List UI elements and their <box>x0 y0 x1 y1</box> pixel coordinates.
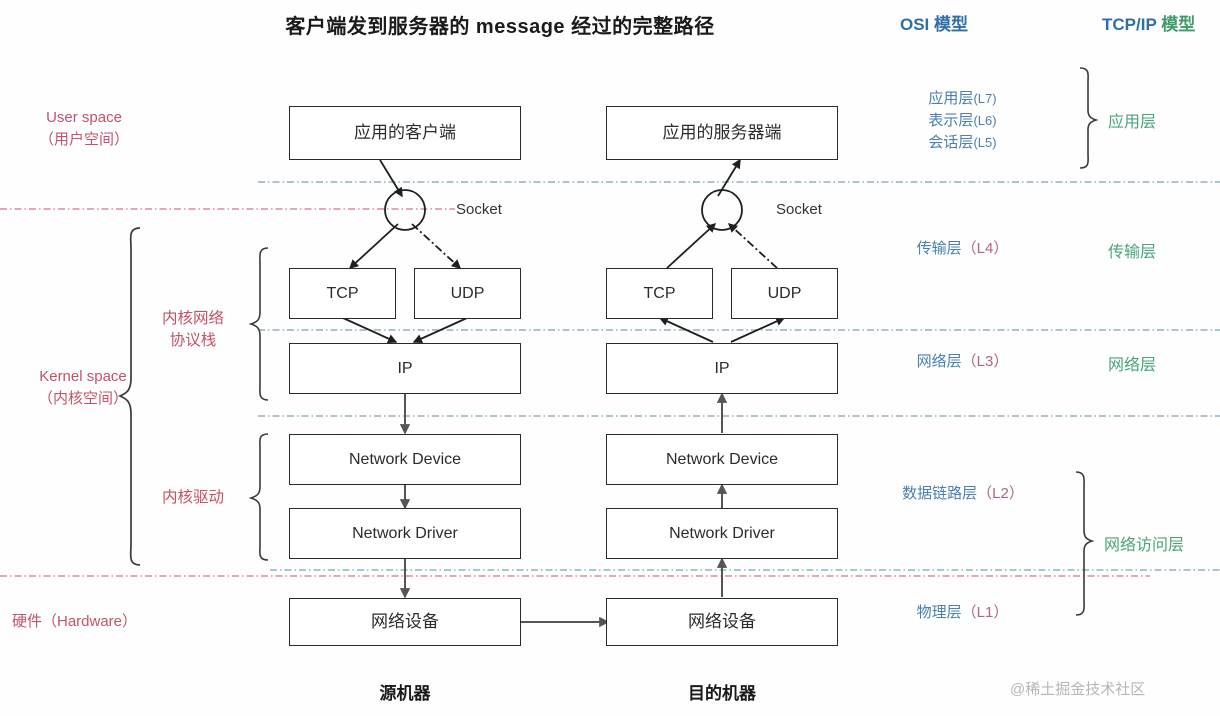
dst-hardware-device-box[interactable]: 网络设备 <box>606 598 838 646</box>
src-hardware-device-box[interactable]: 网络设备 <box>289 598 521 646</box>
src-network-driver-box[interactable]: Network Driver <box>289 508 521 559</box>
dst-network-device-box[interactable]: Network Device <box>606 434 838 485</box>
osi-l5-num: (L5) <box>973 134 997 150</box>
osi-l1-name: 物理层 <box>916 604 962 621</box>
arrow-src-socket-to-tcp <box>348 223 399 269</box>
tcpip-transport-layer: 传输层 <box>1108 238 1208 262</box>
dst-machine-label: 目的机器 <box>606 679 838 704</box>
osi-l4-name: 传输层 <box>916 240 962 257</box>
src-network-device-box[interactable]: Network Device <box>289 434 521 485</box>
osi-l5-name: 会话层 <box>928 133 974 151</box>
src-ip-box[interactable]: IP <box>289 343 521 394</box>
src-tcp-label: TCP <box>326 284 359 302</box>
tcpip-internet-layer: 网络层 <box>1108 351 1208 375</box>
arrow-src-tcp-to-ip <box>342 317 398 343</box>
osi-l7-name: 应用层 <box>928 90 974 107</box>
osi-datalink-layer: 数据链路层（L2） <box>868 483 1058 505</box>
tcpip-transport-text: 传输层 <box>1108 244 1157 261</box>
brace-tcpip-network-access <box>1075 471 1095 616</box>
src-hardware-device-label: 网络设备 <box>371 611 439 631</box>
arrow-dst-socket-to-app <box>717 158 741 197</box>
osi-l1-num: （L1） <box>961 604 1009 621</box>
arrow-dst-udp-to-socket <box>727 223 778 269</box>
kernel-space-en: Kernel space <box>39 368 127 385</box>
label-kernel-network-stack: 内核网络 协议栈 <box>128 308 258 353</box>
dst-hardware-device-label: 网络设备 <box>688 611 756 631</box>
osi-l3-num: （L3） <box>961 353 1009 370</box>
osi-transport-layer: 传输层（L4） <box>875 238 1050 260</box>
label-hardware: 硬件（Hardware） <box>12 611 192 633</box>
tcpip-application-text: 应用层 <box>1108 114 1157 131</box>
dst-machine-text: 目的机器 <box>688 684 756 703</box>
src-machine-label: 源机器 <box>289 679 521 704</box>
dst-socket-text: Socket <box>776 201 822 218</box>
osi-l4-num: （L4） <box>961 240 1009 257</box>
tcpip-internet-text: 网络层 <box>1108 357 1157 374</box>
dst-udp-box[interactable]: UDP <box>731 268 838 319</box>
dst-socket-label: Socket <box>776 201 822 218</box>
src-app-label: 应用的客户端 <box>354 122 456 142</box>
src-udp-label: UDP <box>450 284 485 302</box>
osi-physical-layer: 物理层（L1） <box>875 602 1050 624</box>
kernel-space-cn: （内核空间） <box>37 389 128 407</box>
dst-network-driver-label: Network Driver <box>669 524 775 542</box>
tcpip-network-access-layer: 网络访问层 <box>1104 531 1220 555</box>
dst-network-device-label: Network Device <box>665 450 779 468</box>
brace-tcpip-application <box>1079 67 1099 169</box>
arrow-src-app-to-socket <box>379 159 403 198</box>
dst-app-label: 应用的服务器端 <box>662 122 782 142</box>
dst-ip-label: IP <box>714 359 730 377</box>
hardware-text: 硬件（Hardware） <box>12 613 138 630</box>
src-ip-label: IP <box>397 359 413 377</box>
osi-network-layer: 网络层（L3） <box>875 351 1050 373</box>
src-socket-circle <box>384 189 426 231</box>
kernel-net-stack-line2: 协议栈 <box>169 332 217 350</box>
arrow-dst-ip-to-udp <box>730 317 786 343</box>
osi-application-layers: 应用层(L7) 表示层(L6) 会话层(L5) <box>875 88 1050 153</box>
tcpip-application-layer: 应用层 <box>1108 108 1208 132</box>
label-kernel-space: Kernel space （内核空间） <box>8 366 158 410</box>
osi-l6-num: (L6) <box>973 112 997 128</box>
dst-udp-label: UDP <box>767 284 802 302</box>
arrow-src-udp-to-ip <box>412 317 468 343</box>
src-socket-label: Socket <box>456 201 502 218</box>
src-app-box[interactable]: 应用的客户端 <box>289 106 521 160</box>
arrow-src-socket-to-udp <box>411 223 462 269</box>
dst-tcp-box[interactable]: TCP <box>606 268 713 319</box>
osi-l2-num: （L2） <box>977 485 1024 502</box>
dst-network-driver-box[interactable]: Network Driver <box>606 508 838 559</box>
page-title: 客户端发到服务器的 message 经过的完整路径 <box>285 16 715 38</box>
osi-l6-row: 表示层(L6) <box>875 110 1050 132</box>
label-kernel-driver: 内核驱动 <box>128 487 258 509</box>
arrow-dst-tcp-to-socket <box>666 223 717 269</box>
osi-l3-name: 网络层 <box>916 353 962 370</box>
arrow-dst-ip-to-tcp <box>658 317 714 343</box>
kernel-driver-text: 内核驱动 <box>161 489 224 506</box>
src-network-driver-label: Network Driver <box>352 524 458 542</box>
tcpip-network-access-text: 网络访问层 <box>1104 537 1185 554</box>
dst-socket-circle <box>701 189 743 231</box>
src-machine-text: 源机器 <box>379 684 431 703</box>
src-socket-text: Socket <box>456 201 502 218</box>
user-space-en: User space <box>46 109 122 126</box>
osi-l6-name: 表示层 <box>928 111 974 129</box>
osi-column-header: OSI 模型 <box>900 15 969 34</box>
osi-l5-row: 会话层(L5) <box>875 132 1050 154</box>
tcpip-header-cjk: 模型 <box>1156 15 1196 34</box>
osi-l2-name: 数据链路层 <box>902 485 978 502</box>
src-network-device-label: Network Device <box>348 450 462 468</box>
dst-tcp-label: TCP <box>643 284 676 302</box>
src-udp-box[interactable]: UDP <box>414 268 521 319</box>
osi-l7-row: 应用层(L7) <box>875 88 1050 110</box>
label-user-space: User space （用户空间） <box>14 107 154 151</box>
kernel-net-stack-line1: 内核网络 <box>161 310 224 327</box>
dst-ip-box[interactable]: IP <box>606 343 838 394</box>
tcpip-column-header: TCP/IP 模型 <box>1102 10 1195 35</box>
src-tcp-box[interactable]: TCP <box>289 268 396 319</box>
watermark: @稀土掘金技术社区 <box>1010 681 1146 698</box>
tcpip-header-latin: TCP/IP <box>1102 15 1157 34</box>
dst-app-box[interactable]: 应用的服务器端 <box>606 106 838 160</box>
user-space-cn: （用户空间） <box>38 130 129 148</box>
osi-l7-num: (L7) <box>973 91 997 106</box>
